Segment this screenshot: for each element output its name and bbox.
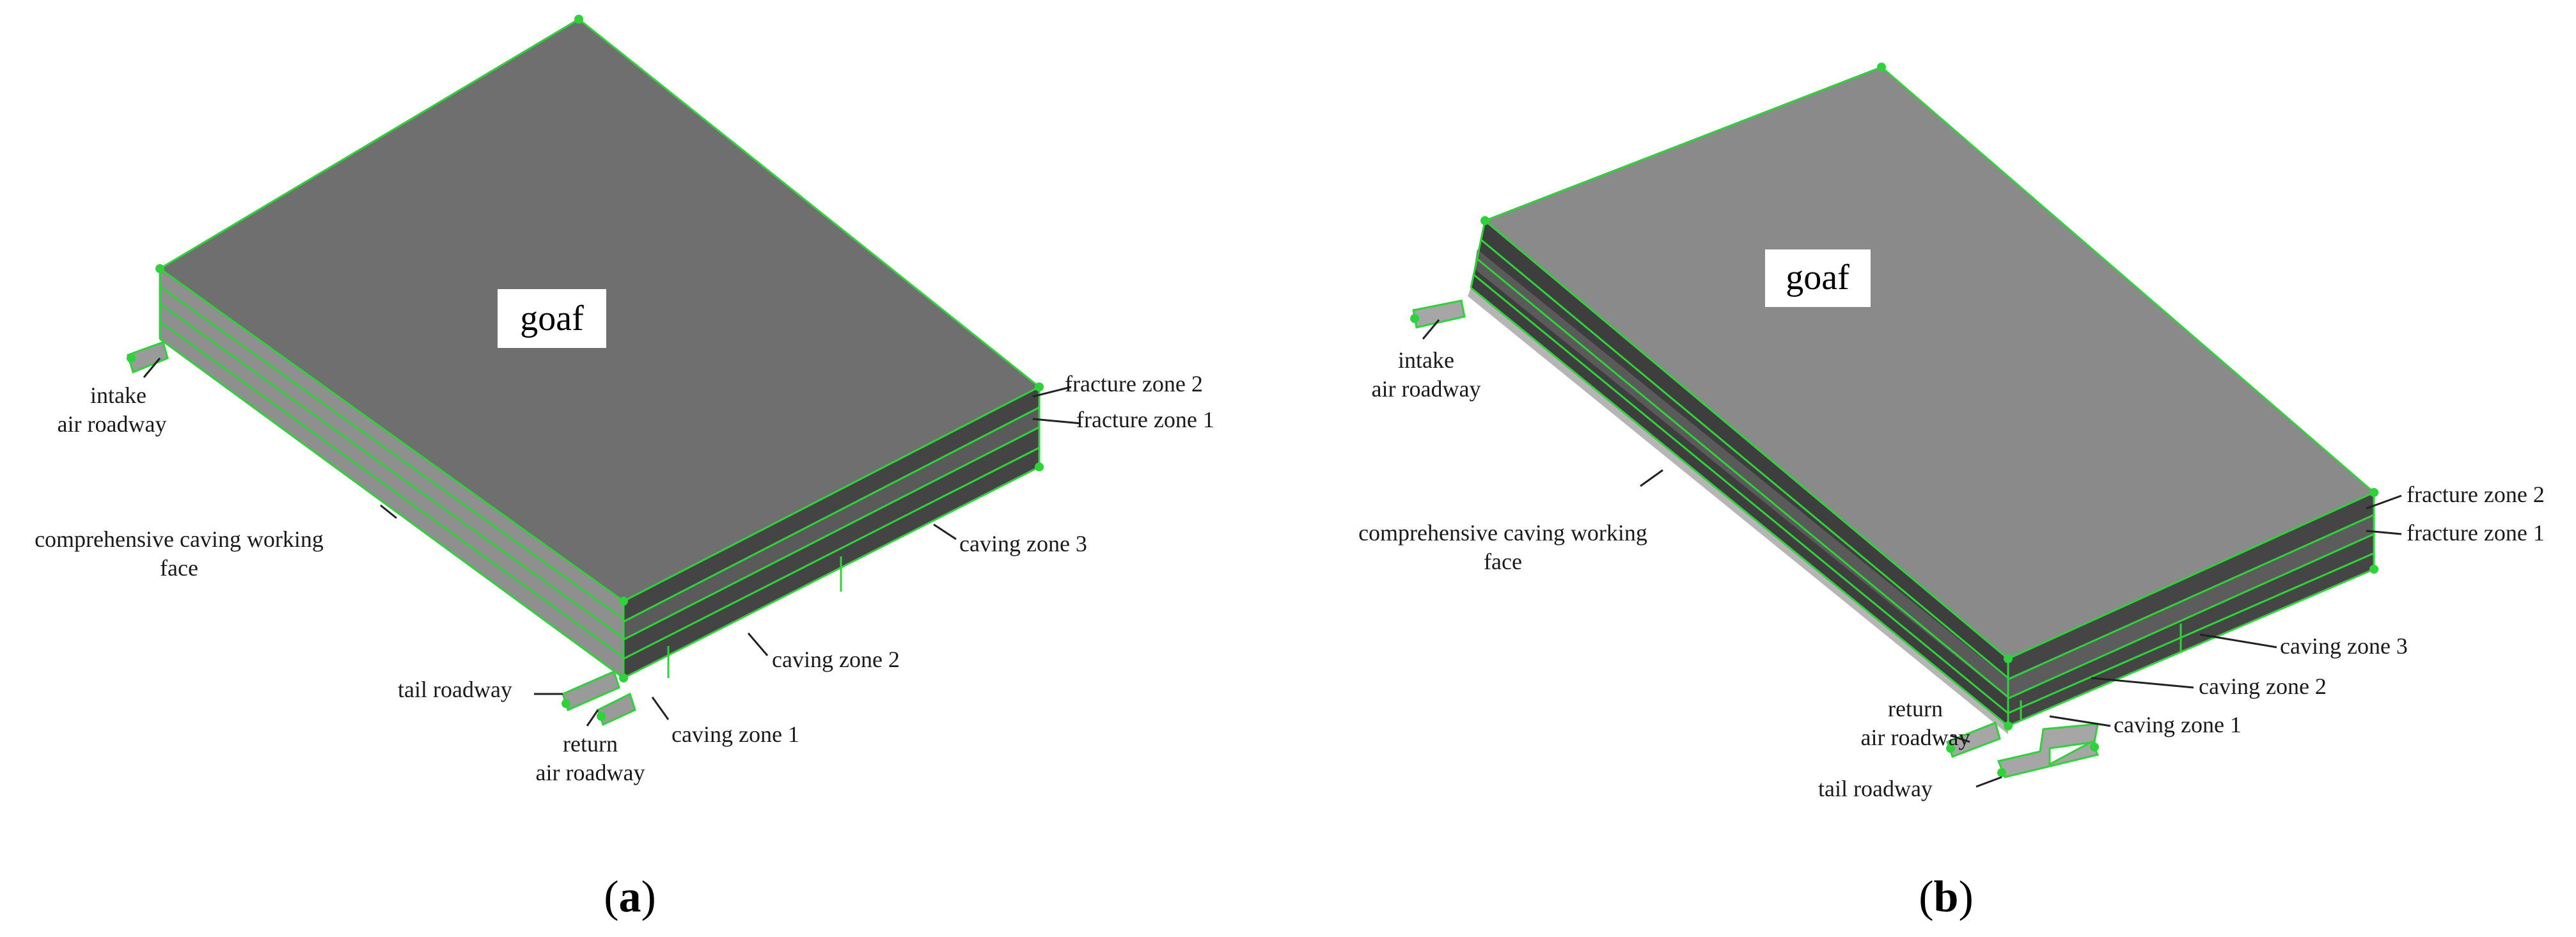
panel-a-caving-zone-1-label: caving zone 1 [671, 721, 799, 747]
panel-b-return-label: return [1888, 696, 1943, 721]
panel-b-tail-roadway [1997, 723, 2100, 778]
panel-a-intake-label-2: air roadway [58, 411, 167, 437]
panel-b-fracture-zone-2-label: fracture zone 2 [2407, 482, 2545, 507]
panel-a-caving-zone-2-label: caving zone 2 [772, 647, 900, 672]
panel-a-caving-zone-3-label: caving zone 3 [959, 531, 1087, 556]
panel-b-top-face [1485, 67, 2374, 659]
panel-b-caving-zone-1-label: caving zone 1 [2114, 712, 2242, 737]
panel-b-working-face-label-2: face [1484, 549, 1522, 574]
panel-a-caption: (a) [604, 872, 656, 922]
panel-a-return-label-2: air roadway [536, 760, 645, 785]
panel-b-goaf-box [1765, 249, 1871, 307]
panel-b-tail-roadway-label: tail roadway [1818, 776, 1933, 801]
panel-a-intake-roadway [127, 341, 169, 374]
panel-b-working-face-label: comprehensive caving working [1358, 520, 1647, 546]
panel-b-intake-roadway [1412, 299, 1466, 329]
panel-a-fracture-zone-2-label: fracture zone 2 [1065, 371, 1203, 397]
panel-b-intake-label: intake [1398, 347, 1454, 373]
panel-b-return-label-2: air roadway [1861, 725, 1970, 750]
panel-a-working-face-label: comprehensive caving working [35, 526, 324, 552]
panel-b-intake-label-2: air roadway [1372, 376, 1481, 402]
panel-a-tail-roadway-label: tail roadway [398, 677, 512, 702]
panel-a-working-face-label-2: face [160, 555, 198, 581]
panel-b-fracture-zone-1-label: fracture zone 1 [2407, 520, 2545, 546]
panel-a-goaf-label: goaf [520, 299, 584, 338]
panel-b-goaf-label: goaf [1786, 258, 1850, 297]
panel-a-fracture-zone-1-label: fracture zone 1 [1076, 407, 1214, 432]
panel-a: goaf intake air roadway comprehensive ca… [35, 15, 1214, 922]
panel-a-return-label: return [563, 731, 618, 757]
panel-a-goaf-box [498, 289, 606, 348]
panel-b-caving-zone-3-label: caving zone 3 [2280, 633, 2408, 659]
panel-b-caving-zone-2-label: caving zone 2 [2199, 673, 2327, 699]
panel-a-intake-label: intake [90, 382, 146, 408]
panel-b-caption: (b) [1919, 872, 1974, 922]
panel-b: goaf intake air roadway comprehensive ca… [1358, 63, 2545, 922]
panel-a-left-side [160, 269, 624, 678]
